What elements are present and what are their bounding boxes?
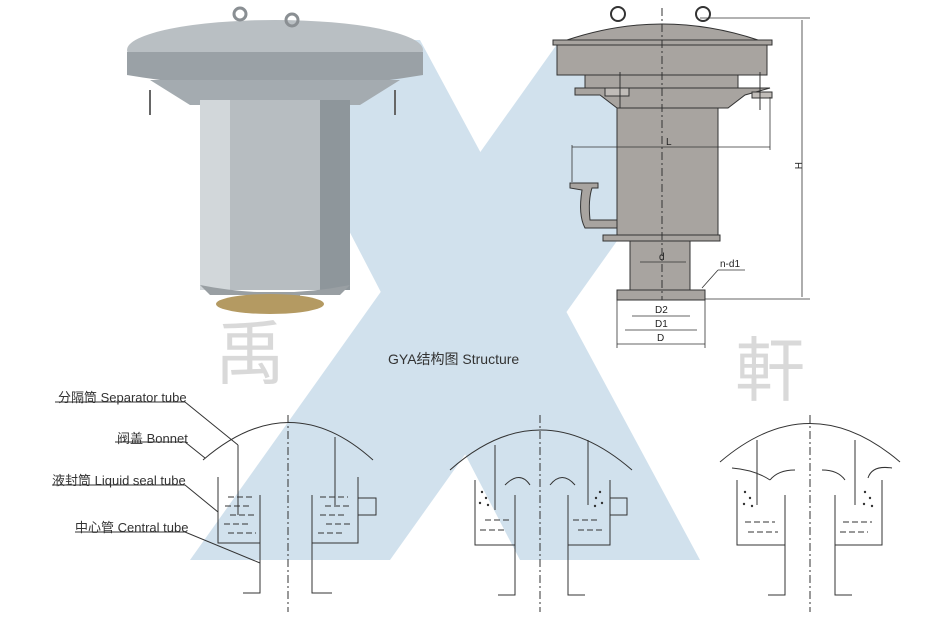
label-bonnet: 阀盖 Bonnet bbox=[117, 431, 188, 446]
structure-caption: GYA结构图 Structure bbox=[388, 351, 520, 367]
label-separator-tube: 分隔筒 Separator tube bbox=[58, 390, 187, 405]
watermark-char-right: 軒 bbox=[735, 330, 805, 412]
dim-d: D bbox=[657, 333, 664, 344]
dim-n-d1: n-d1 bbox=[720, 259, 740, 270]
watermark-char-left: 禹 bbox=[215, 313, 285, 395]
schematic-flow-in bbox=[719, 415, 901, 612]
schematic-structure bbox=[52, 401, 377, 612]
product-photo bbox=[127, 6, 423, 314]
schematic-flow-out bbox=[449, 415, 633, 612]
dim-h: H bbox=[792, 162, 803, 169]
technical-drawing bbox=[552, 6, 810, 348]
dim-d2: D2 bbox=[655, 305, 668, 316]
label-central-tube: 中心管 Central tube bbox=[75, 520, 189, 535]
dim-l: L bbox=[666, 137, 672, 148]
dim-d1: D1 bbox=[655, 319, 668, 330]
dim-d-small: d bbox=[659, 252, 665, 263]
label-liquid-seal-tube: 液封筒 Liquid seal tube bbox=[52, 473, 186, 488]
dimension-labels: H L d n-d1 D2 D1 D bbox=[655, 137, 803, 344]
